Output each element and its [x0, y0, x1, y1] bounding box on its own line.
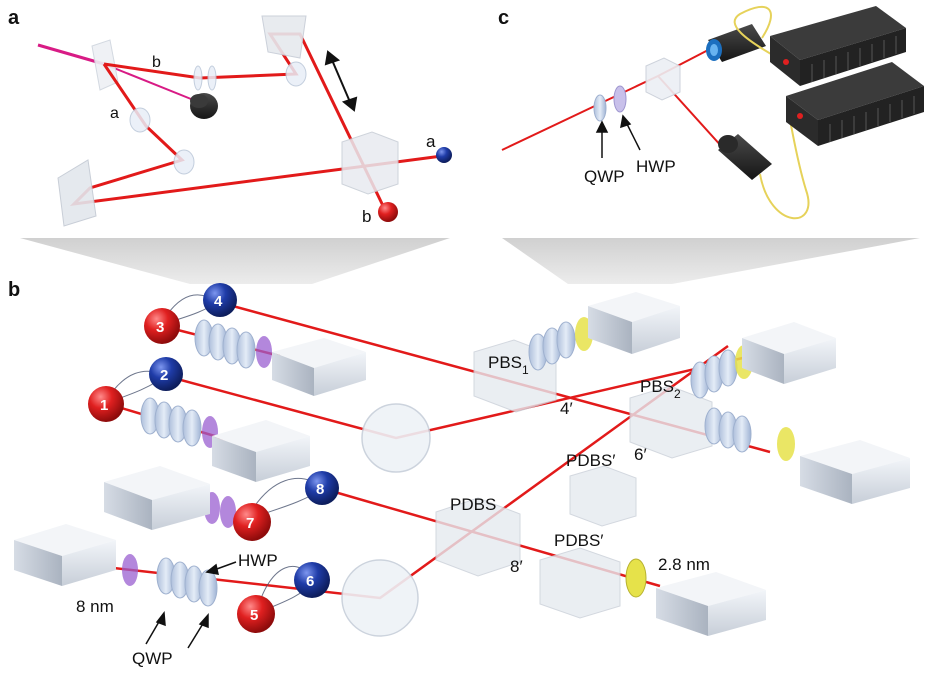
fiber-coupler-bottom: [718, 134, 772, 180]
photon-8-label: 8: [316, 481, 324, 498]
photon-7: 7: [233, 503, 271, 541]
panel-a-optics: [129, 61, 307, 175]
pbs2-label: PBS2: [640, 377, 681, 401]
waveplates-pbs1-output: [528, 317, 593, 371]
box-left-lower: [104, 466, 210, 530]
box-left-middle: [212, 420, 310, 482]
qwp-label: QWP: [132, 649, 173, 668]
photon-6: 6: [294, 562, 330, 598]
photon-3: 3: [144, 308, 180, 344]
glass-sphere-lower: [341, 559, 419, 637]
panel-c-label-arrows: [595, 114, 641, 158]
photon-4: 4: [203, 283, 237, 317]
path-label-b: b: [152, 54, 161, 71]
panel-a-beamsplitter: [341, 131, 399, 195]
pump-beam-to-dump: [103, 63, 197, 102]
pdbs-prime-upper-label: PDBS′: [566, 451, 615, 470]
photon-2: 2: [149, 357, 183, 391]
photon-3-label: 3: [156, 319, 164, 336]
pbs2-cube: [629, 385, 713, 459]
photon-7-label: 7: [246, 515, 254, 532]
box-left-upper: [272, 338, 366, 396]
panel-c-hwp-label: HWP: [636, 157, 676, 176]
pdbs-prime-lower-cube: [539, 547, 621, 619]
prism-left: [57, 159, 97, 227]
panel-c-letter: c: [498, 7, 509, 29]
output-photon-a: [436, 147, 452, 163]
beam-dump: [190, 93, 218, 119]
waveplates-photons-1-2: [140, 397, 218, 448]
photon-4-label: 4: [214, 293, 223, 310]
panel-a: a b a: [8, 7, 452, 227]
photon-5: 5: [237, 595, 275, 633]
panel-c-qwp-label: QWP: [584, 167, 625, 186]
waveplates-photons-3-4: [194, 319, 272, 369]
pbs1-label: PBS1: [488, 353, 529, 377]
pbs1-label-sub: 1: [522, 363, 529, 377]
panel-b-label-arrows: [145, 561, 237, 649]
output-label-a: a: [426, 132, 436, 151]
panel-c: c QWP HWP: [498, 5, 924, 220]
zoom-fan-a: [20, 238, 450, 284]
hwp-label: HWP: [238, 551, 278, 570]
filter-2-8nm-label: 2.8 nm: [658, 555, 710, 574]
translation-arrow: [324, 50, 358, 112]
path-label-a: a: [110, 105, 119, 122]
zoom-fan-c: [502, 238, 920, 284]
waveplates-pbs2-output-upper: [690, 345, 753, 399]
pdbs-prime-lower-label: PDBS′: [554, 531, 603, 550]
prism-top: [261, 15, 307, 59]
filter-2-8nm: [625, 558, 647, 598]
box-pbs2-right: [800, 440, 910, 504]
photon-1-label: 1: [100, 397, 108, 414]
mode-6-label: 6′: [634, 445, 647, 464]
panel-c-qwp: [593, 94, 607, 122]
photon-2-label: 2: [160, 367, 168, 384]
panel-c-pbs: [645, 57, 681, 101]
photon-5-label: 5: [250, 607, 258, 624]
mode-8-label: 8′: [510, 557, 523, 576]
mode-4-label: 4′: [560, 399, 573, 418]
pbs2-label-main: PBS: [640, 377, 674, 396]
pbs2-label-sub: 2: [674, 387, 681, 401]
glass-sphere-upper: [361, 403, 431, 473]
box-lower-right: [656, 572, 766, 636]
fibers: [733, 5, 810, 220]
box-pbs1-top: [588, 292, 680, 354]
box-pbs2-top: [742, 322, 836, 384]
box-bottom-left: [14, 524, 116, 586]
pdbs-prime-upper-cube: [569, 465, 637, 527]
panel-c-hwp: [613, 85, 627, 113]
waveplates-pbs2-output-lower: [704, 407, 795, 461]
detector-1: [770, 6, 906, 86]
waveplates-photons-5-6: [122, 554, 218, 607]
pump-beam: [37, 43, 105, 66]
photon-6-label: 6: [306, 573, 314, 590]
filter-8nm-label: 8 nm: [76, 597, 114, 616]
panel-a-letter: a: [8, 7, 20, 29]
output-label-b: b: [362, 207, 371, 226]
pdbs-cube: [435, 497, 521, 577]
photon-1: 1: [88, 386, 124, 422]
output-photon-b: [378, 202, 398, 222]
pdbs-label: PDBS: [450, 495, 496, 514]
panel-b: b: [8, 279, 910, 668]
panel-b-letter: b: [8, 279, 20, 301]
detector-2: [786, 62, 924, 146]
pbs1-label-main: PBS: [488, 353, 522, 372]
photon-8: 8: [305, 471, 339, 505]
fiber-coupler-top: [706, 24, 766, 62]
